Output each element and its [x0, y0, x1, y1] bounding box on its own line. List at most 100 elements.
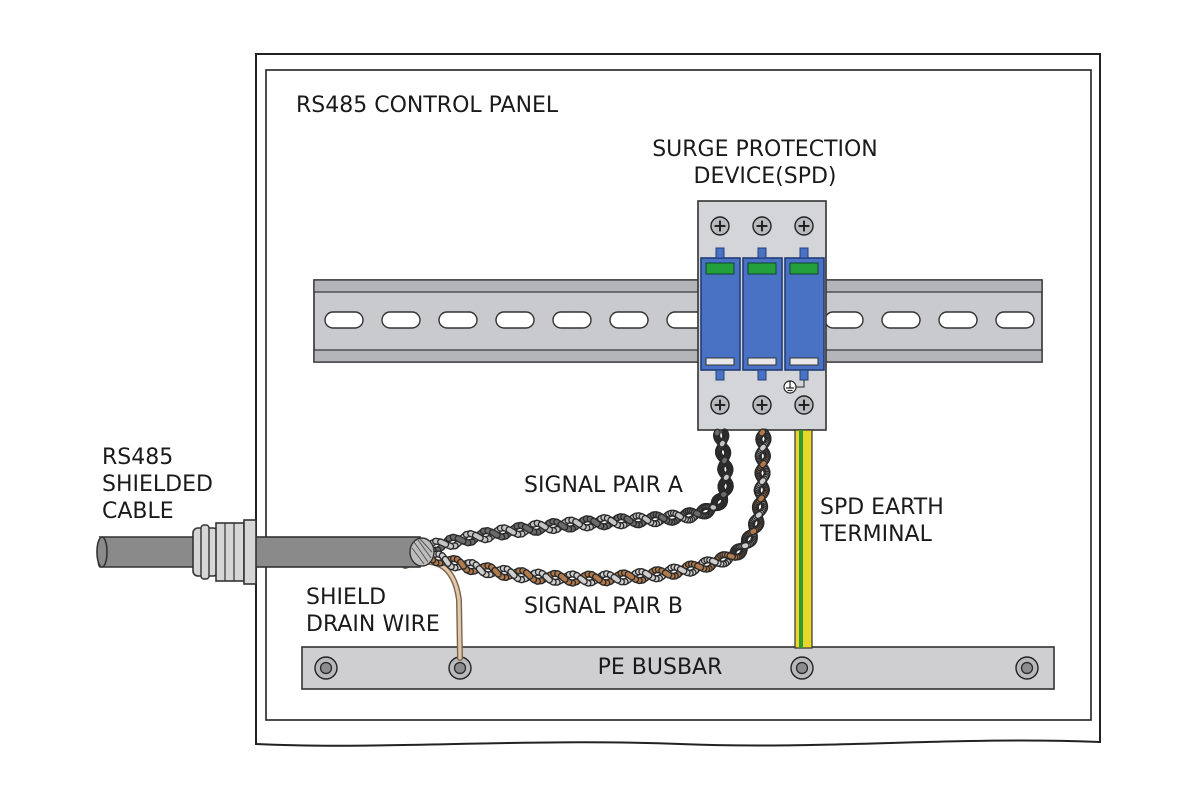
- rail-slot: [824, 311, 864, 329]
- wire-core: [694, 511, 701, 517]
- wire-core: [721, 492, 727, 497]
- rail-slot: [552, 311, 592, 329]
- spd-pole-tab: [757, 247, 767, 259]
- wire-core: [750, 528, 757, 534]
- wire-core: [438, 539, 448, 547]
- panel-title: RS485 CONTROL PANEL: [296, 93, 559, 118]
- earth-symbol-icon: [783, 380, 805, 394]
- wire-core: [559, 573, 568, 582]
- screw-terminal-icon: [710, 216, 730, 236]
- wire-core: [455, 536, 466, 544]
- wire-core: [643, 570, 652, 578]
- wire-core: [663, 570, 671, 578]
- wire-core: [727, 553, 735, 559]
- wire-core: [723, 474, 729, 480]
- wire-core: [492, 568, 501, 577]
- panel-enclosure-inner: [265, 69, 1092, 721]
- wire-core: [477, 566, 485, 575]
- spd-pole-module: [742, 257, 783, 371]
- wire-core: [543, 574, 552, 583]
- cable-jacket-inside: [254, 536, 421, 568]
- wire-core: [539, 522, 548, 530]
- spd-pole-module: [700, 257, 741, 371]
- cable-label-line2: SHIELDED: [102, 472, 213, 497]
- screw-terminal-icon: [794, 216, 814, 236]
- signal-pair-b: [426, 428, 772, 587]
- spd-pole-label-strip: [705, 357, 735, 366]
- wire-core: [611, 575, 620, 583]
- wire-core: [642, 516, 651, 523]
- wire-core: [573, 519, 582, 527]
- wire-core: [524, 570, 533, 579]
- earth-label-line2: TERMINAL: [820, 522, 932, 547]
- spd-status-window: [705, 262, 735, 275]
- drain-wire-label-line1: SHIELD: [306, 585, 387, 610]
- wire-core: [458, 560, 466, 569]
- rs485-shielded-cable: [96, 536, 197, 568]
- spd-pole-tab: [715, 369, 725, 381]
- rail-slot: [995, 311, 1035, 329]
- busbar-bolt-icon: [1015, 656, 1039, 680]
- screw-terminal-icon: [752, 216, 772, 236]
- cable-gland: [192, 519, 257, 585]
- spd-label-line1: SURGE PROTECTION: [652, 137, 878, 162]
- rail-slot: [495, 311, 535, 329]
- wire-core: [659, 514, 667, 521]
- screw-terminal-icon: [752, 395, 772, 415]
- wire-core: [523, 524, 532, 533]
- wire-core: [608, 518, 617, 525]
- spd-earth-wire: [794, 429, 813, 649]
- wire-core: [759, 478, 766, 485]
- wire-core: [695, 563, 703, 570]
- wire-core: [578, 576, 587, 584]
- rail-slot: [609, 311, 649, 329]
- spd-status-window: [747, 262, 777, 275]
- wire-core: [624, 516, 633, 524]
- wire-core: [722, 457, 728, 464]
- rail-slot: [881, 311, 921, 329]
- spd-pole-tab: [757, 369, 767, 381]
- screw-terminal-icon: [710, 395, 730, 415]
- wire-core: [591, 518, 600, 526]
- spd-pole-label-strip: [747, 357, 777, 366]
- wire-core: [473, 533, 483, 541]
- surge-protection-device: [697, 200, 827, 431]
- wire-core: [760, 461, 766, 467]
- wire-core: [678, 567, 687, 574]
- cable-shield-braid: [409, 537, 435, 567]
- spd-status-window: [789, 262, 819, 275]
- signal-pair-b-label: SIGNAL PAIR B: [524, 594, 684, 619]
- drain-wire-label-line2: DRAIN WIRE: [306, 612, 440, 637]
- wire-core: [755, 512, 762, 518]
- rail-slot: [381, 311, 421, 329]
- spd-pole-label-strip: [789, 357, 819, 366]
- cable-label-line1: RS485: [102, 445, 174, 470]
- wire-core: [593, 574, 602, 582]
- spd-pole-module: [784, 257, 825, 371]
- rail-slot: [438, 311, 478, 329]
- wire-core: [710, 558, 718, 565]
- wire-core: [443, 557, 451, 566]
- wire-core: [506, 527, 516, 535]
- wire-core: [490, 530, 500, 538]
- signal-pair-a: [424, 428, 734, 554]
- screw-terminal-icon: [794, 395, 814, 415]
- pe-busbar: [301, 646, 1055, 690]
- wire-core: [676, 513, 683, 519]
- cable-label-line3: CABLE: [102, 499, 174, 524]
- din-rail: [313, 279, 1043, 363]
- spd-label-line2: DEVICE(SPD): [693, 164, 837, 189]
- wire-core: [508, 569, 517, 578]
- earth-label-line1: SPD EARTH: [820, 495, 944, 520]
- wire-core: [759, 429, 765, 436]
- busbar-label: PE BUSBAR: [597, 655, 723, 680]
- wire-core: [558, 522, 567, 530]
- wire-core: [625, 572, 635, 580]
- spd-pole-tab: [715, 247, 725, 259]
- spd-pole-tab: [799, 369, 809, 381]
- wire-core: [760, 444, 766, 451]
- rail-slot: [938, 311, 978, 329]
- wire-core: [758, 495, 765, 502]
- wire-core: [719, 440, 725, 447]
- rail-slot: [324, 311, 364, 329]
